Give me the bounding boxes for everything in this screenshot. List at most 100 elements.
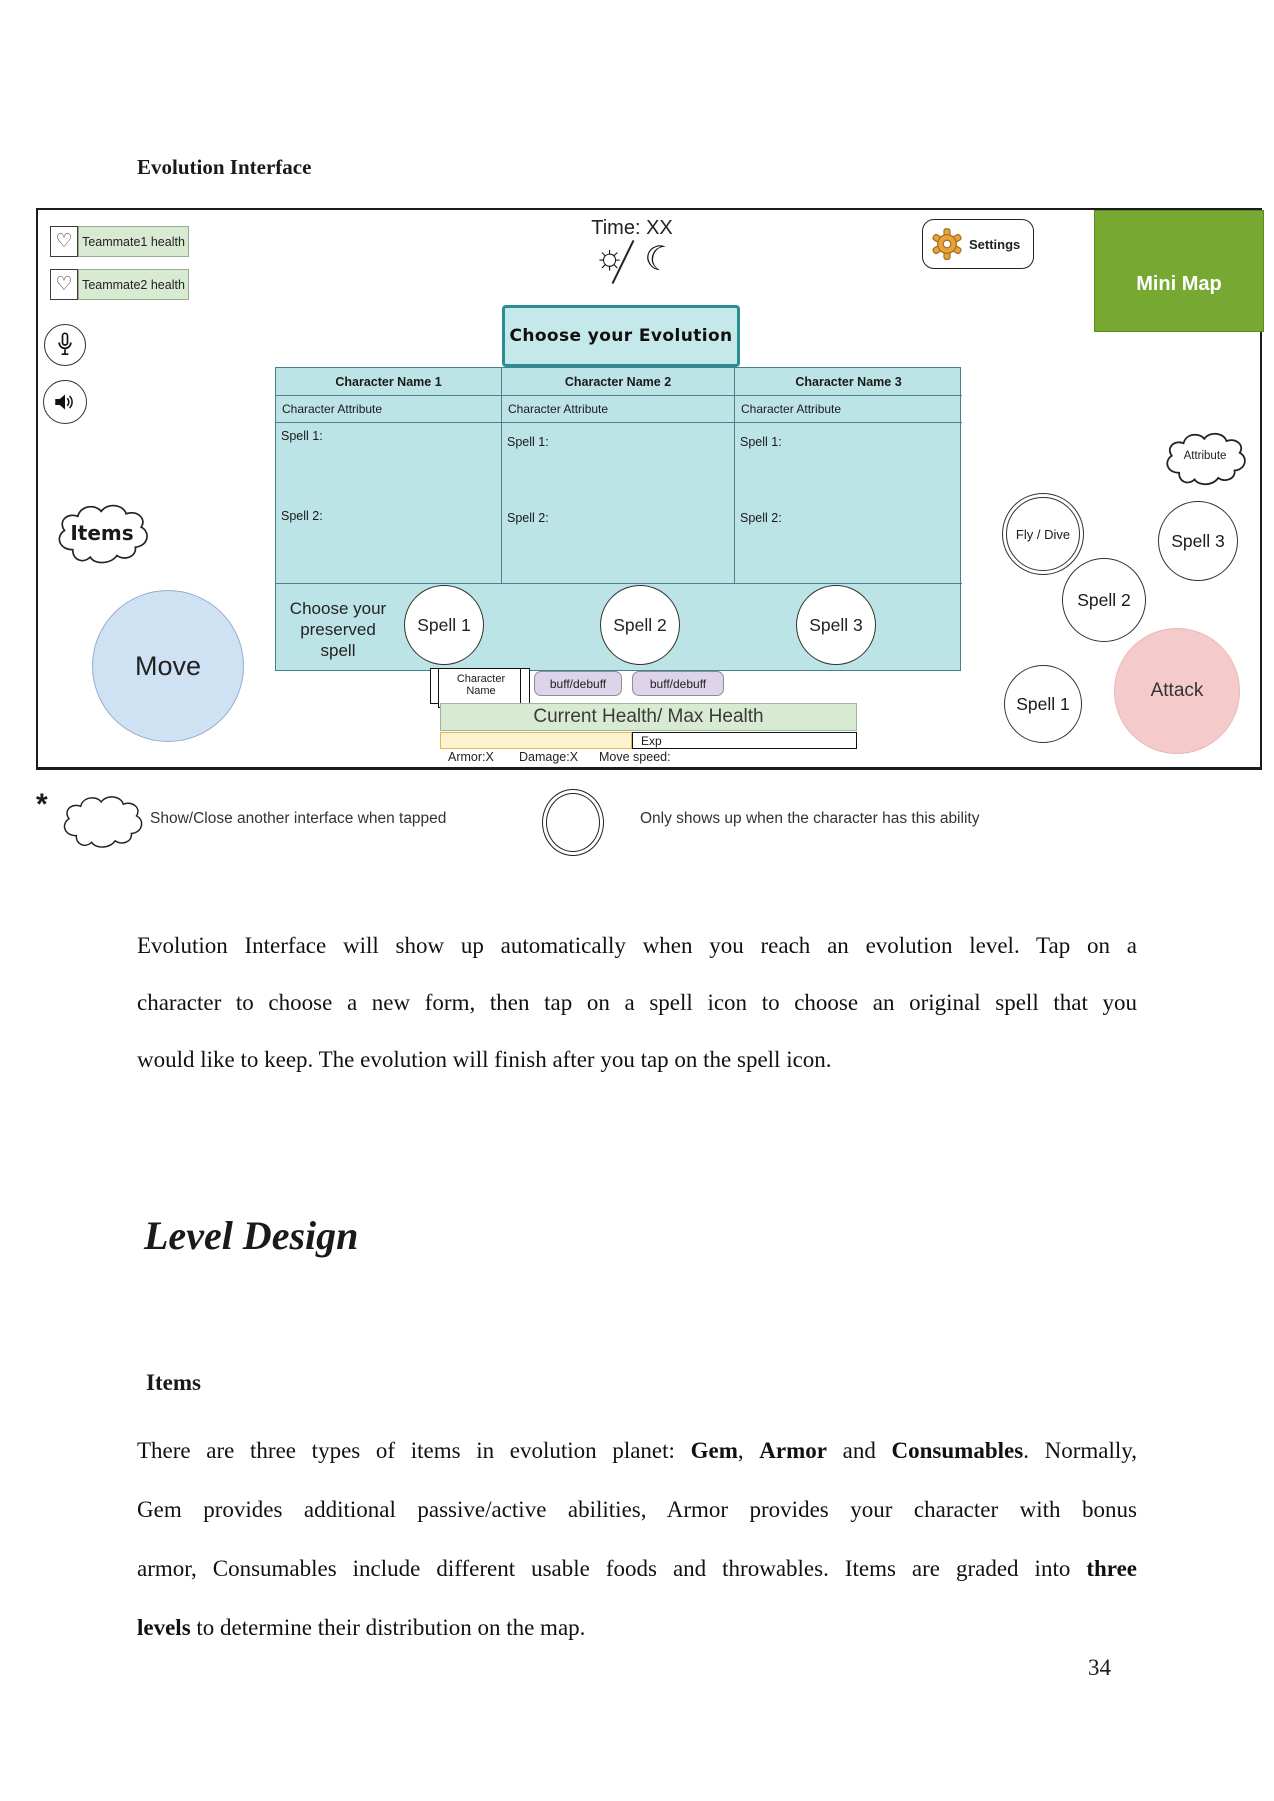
evolution-title: Choose your Evolution bbox=[509, 326, 733, 346]
spell-3-button[interactable]: Spell 3 bbox=[1158, 501, 1238, 581]
player-name-box: Character Name bbox=[430, 668, 530, 708]
character-2-spells-cell[interactable]: Spell 1: Spell 2: bbox=[502, 423, 735, 584]
spell-circle-label: Spell 1 bbox=[417, 614, 471, 635]
legend-circle-note: Only shows up when the character has thi… bbox=[640, 810, 980, 827]
spell1-label: Spell 1: bbox=[281, 429, 323, 443]
fly-dive-label: Fly / Dive bbox=[1015, 526, 1071, 542]
bold-levels: levels bbox=[137, 1615, 191, 1640]
paragraph-line: would like to keep. The evolution will f… bbox=[137, 1047, 832, 1072]
cloud-icon bbox=[63, 796, 143, 848]
legend-circle-symbol bbox=[542, 789, 604, 856]
character-column-3-header[interactable]: Character Name 3 bbox=[735, 368, 962, 396]
text-segment: There are three types of items in evolut… bbox=[137, 1438, 691, 1463]
text-segment: armor, Consumables include different usa… bbox=[137, 1556, 1087, 1581]
player-name-label: Character Name bbox=[438, 668, 524, 708]
buff-debuff-slot-2: buff/debuff bbox=[632, 671, 724, 696]
spell-1-label: Spell 1 bbox=[1016, 693, 1070, 714]
sound-button[interactable] bbox=[43, 380, 87, 424]
paragraph-line: levels to determine their distribution o… bbox=[137, 1598, 1137, 1657]
microphone-button[interactable] bbox=[44, 324, 86, 366]
character-2-attribute: Character Attribute bbox=[502, 396, 735, 423]
cloud-icon bbox=[1166, 432, 1246, 486]
bold-armor: Armor bbox=[759, 1438, 827, 1463]
spell1-label: Spell 1: bbox=[740, 435, 782, 449]
character-3-attribute: Character Attribute bbox=[735, 396, 962, 423]
spell-1-button[interactable]: Spell 1 bbox=[1004, 665, 1082, 743]
health-bar: Current Health/ Max Health bbox=[440, 703, 857, 731]
spell-3-label: Spell 3 bbox=[1171, 530, 1225, 551]
paragraph-line: character to choose a new form, then tap… bbox=[137, 990, 1137, 1015]
exp-bar-fill bbox=[440, 732, 632, 749]
character-1-spells-cell[interactable]: Spell 1: Spell 2: bbox=[276, 423, 502, 584]
attack-button[interactable]: Attack bbox=[1114, 628, 1240, 754]
paragraph-line: armor, Consumables include different usa… bbox=[137, 1539, 1137, 1598]
text-segment: Gem provides additional passive/active a… bbox=[137, 1497, 1137, 1522]
settings-label: Settings bbox=[969, 236, 1021, 252]
attack-label: Attack bbox=[1150, 680, 1204, 701]
paragraph-line: Evolution Interface will show up automat… bbox=[137, 933, 1137, 958]
character-column-2-header[interactable]: Character Name 2 bbox=[502, 368, 735, 396]
preserved-spell-2-button[interactable]: Spell 2 bbox=[600, 585, 680, 665]
minimap-label: Mini Map bbox=[1136, 273, 1222, 295]
bold-three: three bbox=[1086, 1556, 1137, 1581]
move-speed-stat: Move speed: bbox=[599, 750, 671, 764]
preserved-line: Choose your bbox=[289, 599, 387, 618]
buff-label: buff/debuff bbox=[649, 676, 707, 691]
moon-icon: ☾ bbox=[639, 236, 679, 282]
teammate1-health-label: Teammate1 health bbox=[82, 234, 185, 249]
armor-stat: Armor:X bbox=[448, 750, 494, 764]
exp-bar: Exp bbox=[632, 732, 857, 749]
bold-consumables: Consumables bbox=[891, 1438, 1024, 1463]
fly-dive-inner-ring: Fly / Dive bbox=[1006, 497, 1080, 571]
text-segment: , bbox=[737, 1438, 760, 1463]
gear-icon bbox=[932, 228, 962, 260]
buff-debuff-slot-1: buff/debuff bbox=[534, 671, 622, 696]
settings-button[interactable]: Settings bbox=[922, 219, 1034, 269]
character-column-1-header[interactable]: Character Name 1 bbox=[276, 368, 502, 396]
legend-circle-inner bbox=[546, 793, 600, 852]
fly-dive-button[interactable]: Fly / Dive bbox=[1002, 493, 1084, 575]
mic-icon bbox=[58, 332, 72, 355]
spell1-label: Spell 1: bbox=[507, 435, 549, 449]
text-segment: and bbox=[826, 1438, 892, 1463]
heart-icon: ♡ bbox=[55, 274, 73, 295]
spell-2-label: Spell 2 bbox=[1077, 589, 1131, 610]
preserved-spell-3-button[interactable]: Spell 3 bbox=[796, 585, 876, 665]
teammate1-health-bar: Teammate1 health bbox=[78, 226, 189, 257]
preserved-spell-label: Choose your preserved spell bbox=[280, 598, 396, 661]
preserved-line: preserved bbox=[300, 620, 376, 639]
teammate1-row: ♡ bbox=[50, 226, 78, 257]
preserved-spell-1-button[interactable]: Spell 1 bbox=[404, 585, 484, 665]
spell-2-button[interactable]: Spell 2 bbox=[1062, 558, 1146, 642]
character-1-attribute: Character Attribute bbox=[276, 396, 502, 423]
minimap[interactable]: Mini Map bbox=[1094, 210, 1264, 332]
text-segment: . Normally, bbox=[1023, 1438, 1138, 1463]
items-button[interactable]: Items bbox=[52, 497, 152, 569]
spell-circle-label: Spell 3 bbox=[809, 614, 863, 635]
bold-gem: Gem bbox=[690, 1438, 738, 1463]
move-joystick[interactable]: Move bbox=[92, 590, 244, 742]
level-design-heading: Level Design bbox=[144, 1213, 359, 1258]
spell2-label: Spell 2: bbox=[740, 511, 782, 525]
teammate2-health-bar: Teammate2 health bbox=[78, 269, 189, 300]
teammate2-health-label: Teammate2 health bbox=[82, 277, 185, 292]
legend-asterisk: * bbox=[36, 788, 48, 821]
attribute-label: Attribute bbox=[1183, 450, 1227, 462]
items-heading: Items bbox=[146, 1370, 201, 1395]
spell2-label: Spell 2: bbox=[507, 511, 549, 525]
speaker-icon bbox=[55, 394, 73, 410]
heart-icon: ♡ bbox=[55, 231, 73, 252]
spell-circle-label: Spell 2 bbox=[613, 614, 667, 635]
health-bar-label: Current Health/ Max Health bbox=[533, 706, 764, 727]
spell2-label: Spell 2: bbox=[281, 509, 323, 523]
attribute-button[interactable]: Attribute bbox=[1154, 427, 1256, 489]
name-box-edge bbox=[520, 668, 530, 704]
items-label: Items bbox=[70, 521, 134, 545]
paragraph-line: Gem provides additional passive/active a… bbox=[137, 1480, 1137, 1539]
character-3-spells-cell[interactable]: Spell 1: Spell 2: bbox=[735, 423, 962, 584]
preserved-line: spell bbox=[320, 641, 356, 660]
teammate2-row: ♡ bbox=[50, 269, 78, 300]
page-number: 34 bbox=[1088, 1655, 1111, 1680]
exp-label: Exp bbox=[641, 733, 662, 748]
